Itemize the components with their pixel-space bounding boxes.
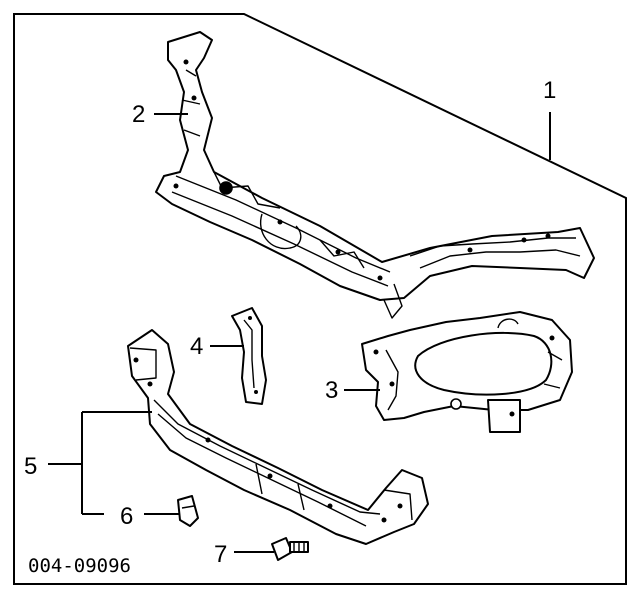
bolt — [271, 537, 309, 561]
callout-6: 6 — [120, 503, 133, 530]
leader-lines — [48, 112, 551, 553]
callout-7: 7 — [214, 541, 227, 568]
small-clip — [177, 495, 199, 527]
callout-3: 3 — [325, 377, 338, 404]
callout-2: 2 — [132, 101, 145, 128]
lower-crossmember — [127, 329, 429, 545]
upper-support-panel — [155, 31, 595, 319]
diagram-frame — [13, 13, 627, 585]
callout-5: 5 — [24, 453, 37, 480]
drawing-code: 004-09096 — [28, 555, 131, 577]
headlamp-bracket — [361, 311, 573, 433]
callout-1: 1 — [543, 77, 556, 104]
callout-4: 4 — [190, 333, 203, 360]
center-support — [231, 307, 267, 405]
